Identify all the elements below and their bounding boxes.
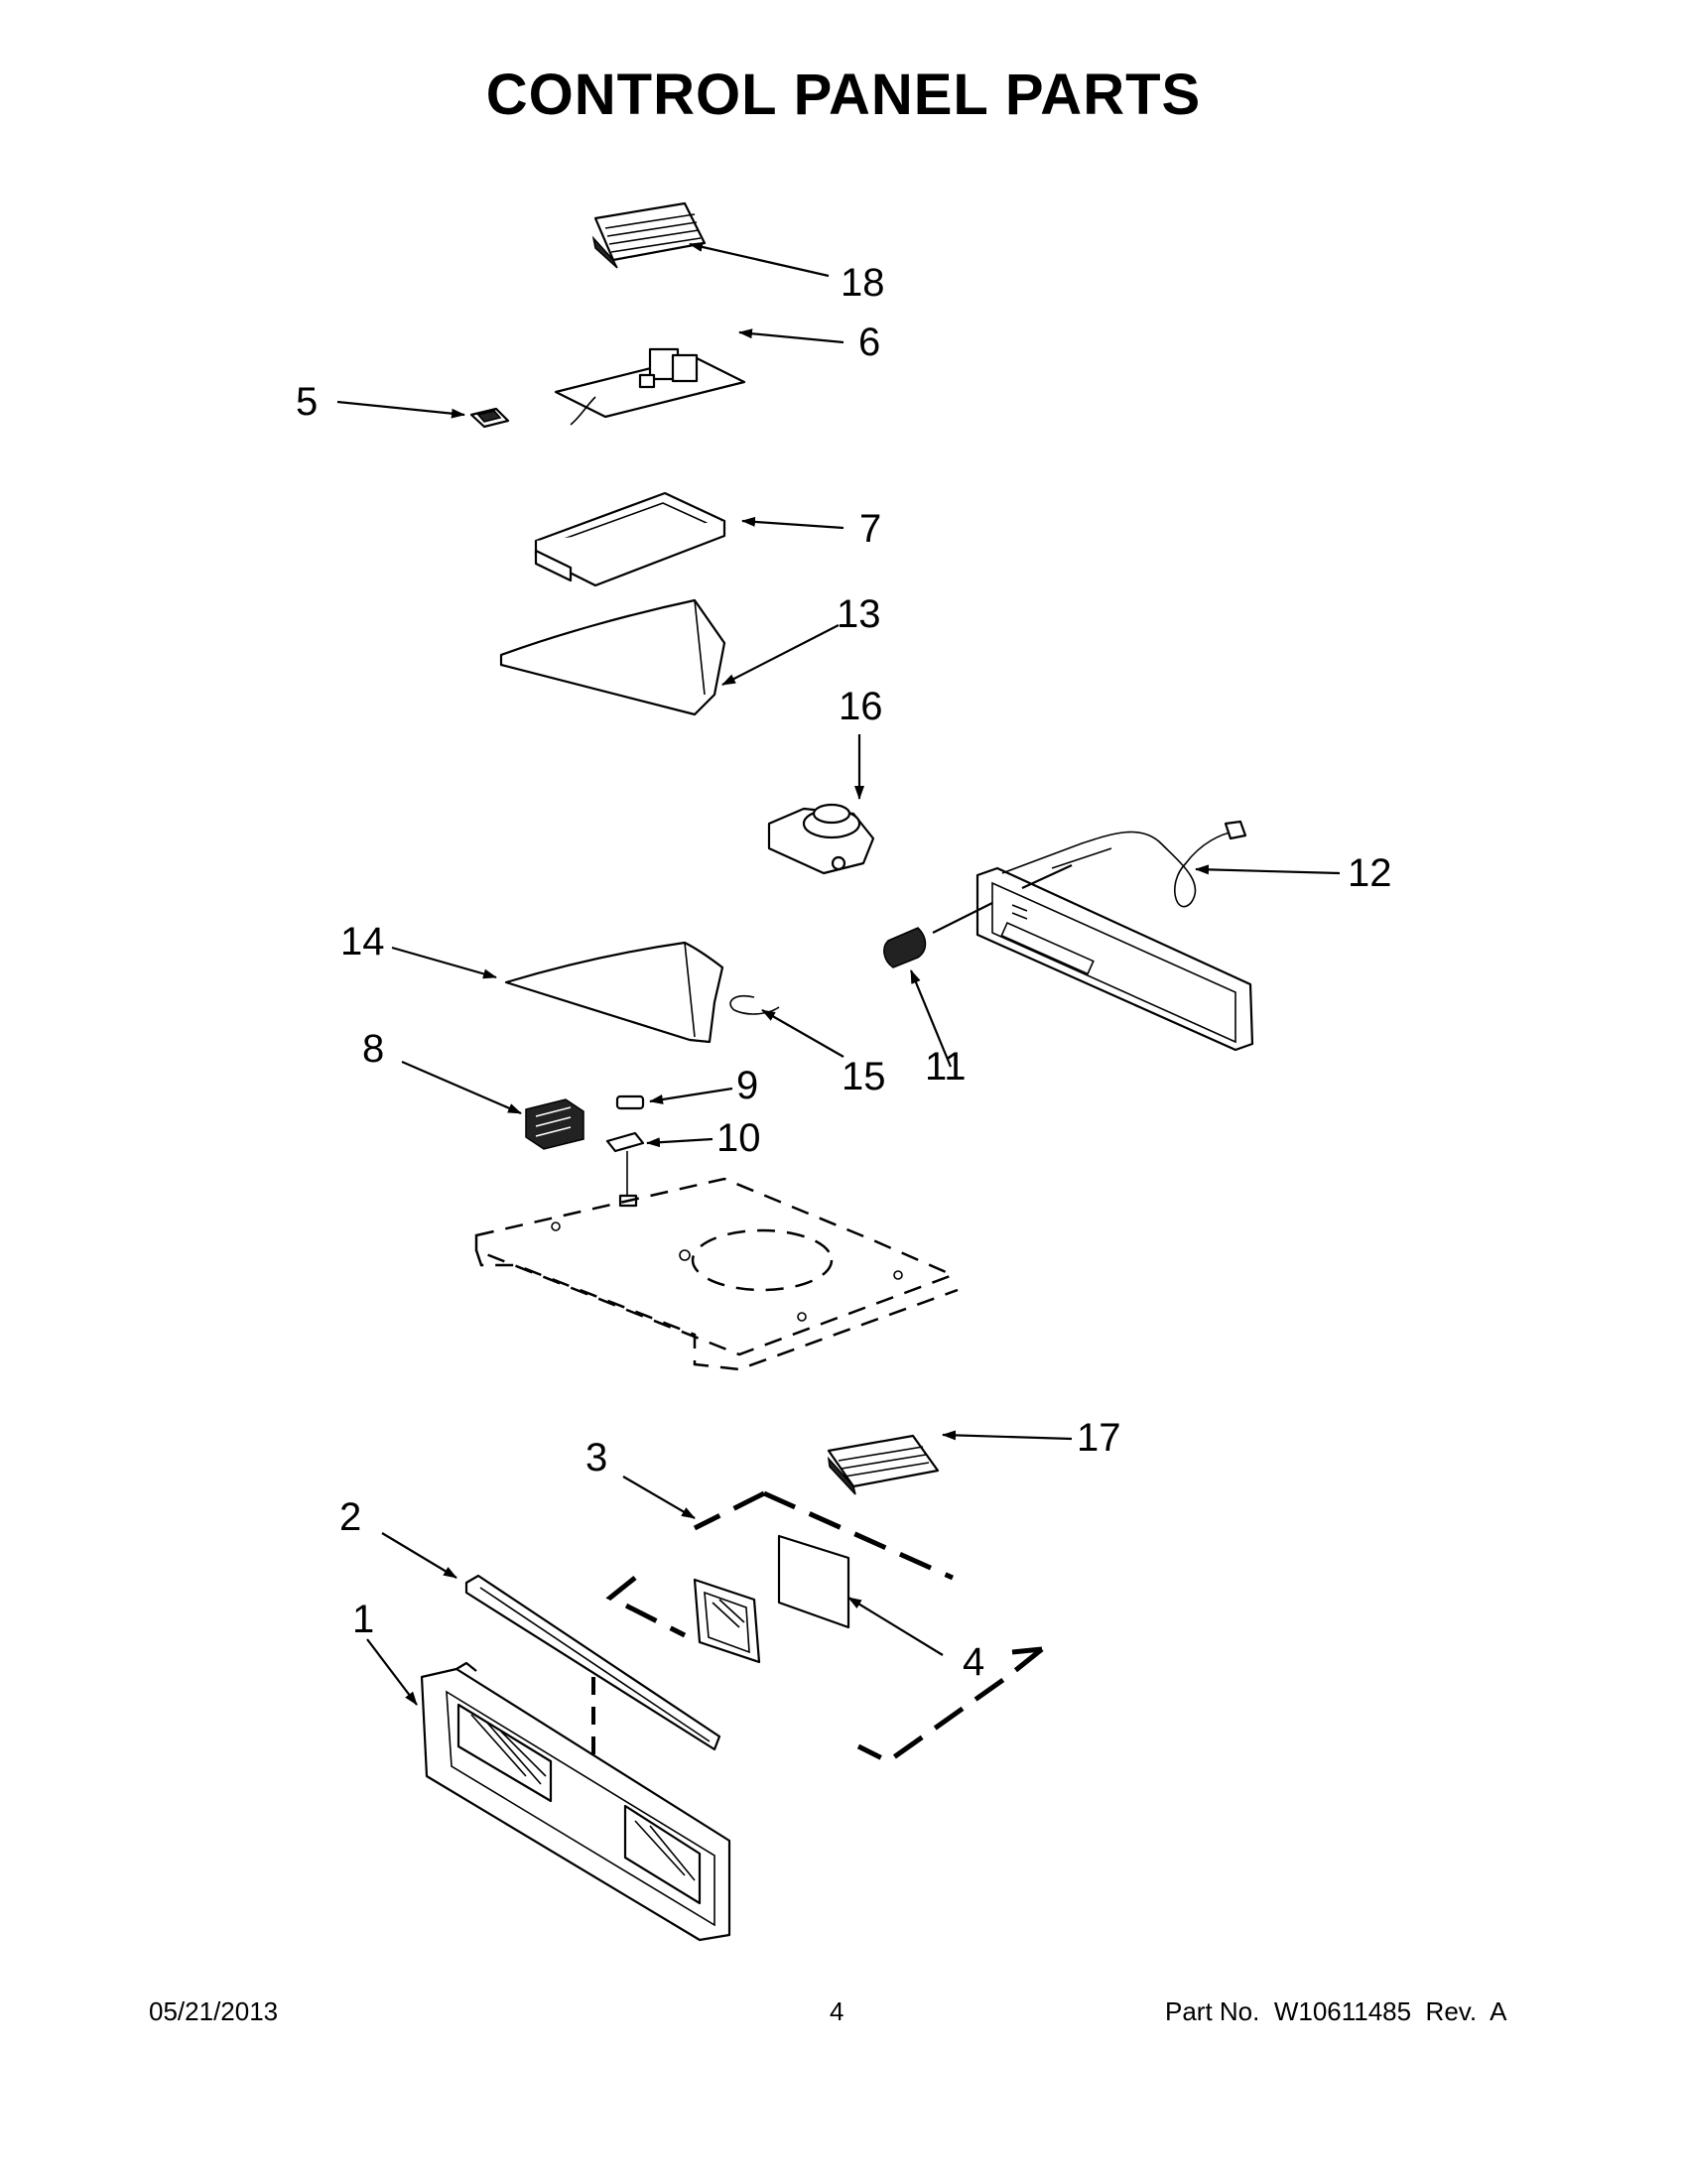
callout-6: 6 — [858, 321, 880, 364]
callout-14: 14 — [340, 920, 385, 964]
callout-10: 10 — [716, 1116, 761, 1160]
footer-date: 05/21/2013 — [149, 1996, 279, 2026]
callout-9: 9 — [736, 1064, 758, 1107]
part-11-encoder — [883, 864, 1073, 968]
part-6-control-board — [554, 347, 746, 426]
leader-arrows — [336, 242, 1341, 1706]
callout-labels: 1 2 3 4 5 6 7 8 9 10 11 12 13 14 15 16 1… — [296, 261, 1392, 1684]
page-title: CONTROL PANEL PARTS — [485, 63, 1202, 127]
part-17-ribbon-connector — [827, 1434, 940, 1495]
part-5-small-switch — [469, 407, 510, 429]
part-4-display — [693, 1534, 850, 1664]
callout-11: 11 — [925, 1045, 967, 1089]
part-14-lower-duct — [504, 941, 724, 1044]
part-1-control-panel-front — [420, 1661, 731, 1942]
part-18-ribbon-connector — [591, 201, 707, 269]
chassis-plate — [474, 1177, 959, 1371]
callout-13: 13 — [837, 592, 881, 636]
part-10-fuse-holder — [605, 1131, 645, 1208]
callout-16: 16 — [839, 685, 883, 728]
callout-2: 2 — [339, 1495, 361, 1539]
callout-8: 8 — [362, 1027, 384, 1071]
part-2-trim-strip — [464, 1574, 721, 1766]
part-16-blower — [767, 803, 875, 875]
callout-15: 15 — [842, 1055, 886, 1098]
callout-1: 1 — [352, 1598, 374, 1641]
part-3-assembly-outline — [605, 1490, 1044, 1764]
part-8-transformer — [525, 1098, 584, 1150]
callout-5: 5 — [296, 380, 318, 424]
callout-3: 3 — [585, 1436, 607, 1479]
footer-page-number: 4 — [830, 1996, 844, 2026]
part-7-tray — [534, 491, 726, 587]
footer-part-number: Part No. W10611485 Rev. A — [1165, 1996, 1507, 2026]
part-12-control-housing — [975, 820, 1254, 1052]
part-9-fuse — [615, 1094, 645, 1110]
part-15-clip — [729, 994, 780, 1015]
callout-17: 17 — [1077, 1416, 1121, 1460]
callout-4: 4 — [963, 1640, 984, 1684]
callout-18: 18 — [841, 261, 885, 305]
callout-7: 7 — [859, 507, 881, 551]
callout-12: 12 — [1348, 851, 1392, 895]
part-13-duct — [499, 598, 726, 716]
